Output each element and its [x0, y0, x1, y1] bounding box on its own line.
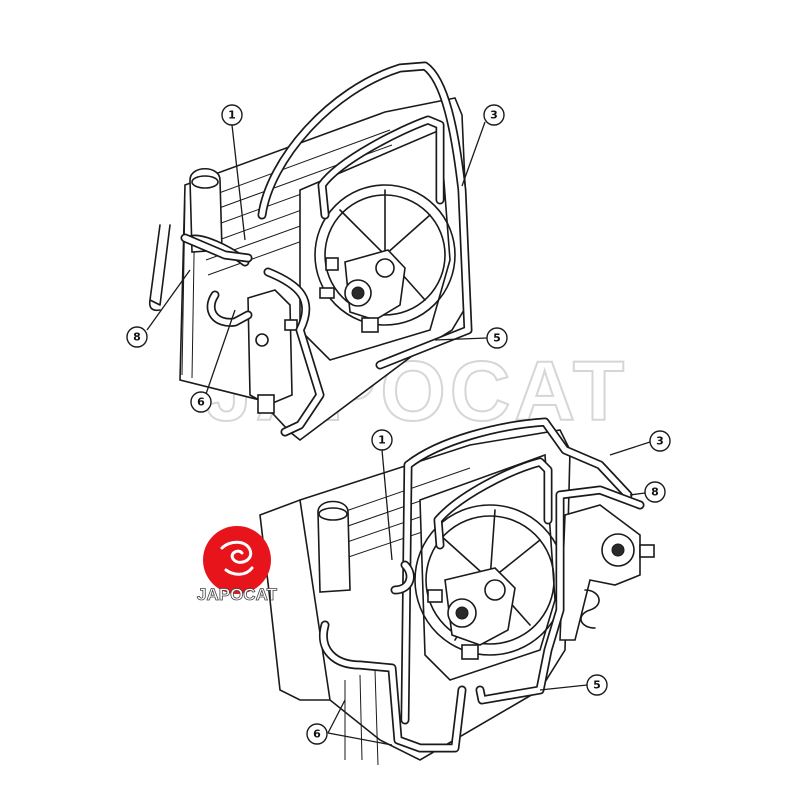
bottom-view-assembly: 1 3 8 5 6 — [259, 417, 671, 766]
top-callout-8: 8 — [126, 269, 191, 348]
top-hose-3 — [257, 61, 473, 370]
top-callout-1: 1 — [221, 104, 246, 241]
svg-text:3: 3 — [490, 109, 498, 122]
logo-text: JAPOCAT — [197, 585, 278, 604]
bottom-callout-6: 6 — [306, 699, 393, 746]
top-callout-6: 6 — [190, 309, 236, 413]
bottom-reservoir — [317, 500, 351, 593]
svg-text:5: 5 — [593, 679, 601, 692]
top-reservoir — [189, 167, 223, 253]
bottom-radiator-fins — [319, 467, 479, 766]
top-callout-5: 5 — [434, 327, 508, 349]
svg-text:1: 1 — [228, 109, 236, 122]
svg-text:3: 3 — [656, 435, 664, 448]
bottom-callout-1: 1 — [371, 429, 393, 561]
svg-text:1: 1 — [378, 434, 386, 447]
bottom-hose-inner — [433, 457, 553, 550]
bottom-callout-5: 5 — [539, 674, 608, 696]
bottom-callout-3: 3 — [609, 430, 671, 456]
top-view-assembly: 1 3 8 6 5 — [126, 61, 508, 442]
logo-emblem-icon — [220, 540, 254, 576]
top-cooler-line — [148, 224, 171, 312]
bottom-callout-8: 8 — [629, 481, 666, 503]
top-hose-inner — [317, 115, 445, 220]
svg-text:8: 8 — [133, 331, 141, 344]
logo-red-circle — [203, 526, 271, 594]
svg-text:6: 6 — [313, 728, 321, 741]
svg-text:5: 5 — [493, 332, 501, 345]
top-callout-3: 3 — [461, 104, 505, 187]
bottom-power-steering-pump — [427, 567, 516, 660]
top-steering-gear — [247, 289, 298, 414]
bottom-hose-6 — [319, 560, 467, 753]
top-power-steering-pump — [319, 249, 406, 333]
top-hose-8 — [180, 233, 253, 263]
bottom-steering-gear — [559, 504, 655, 641]
bottom-hose-5 — [475, 485, 645, 705]
svg-text:8: 8 — [651, 486, 659, 499]
bottom-hose-3 — [400, 417, 633, 725]
svg-text:6: 6 — [197, 396, 205, 409]
japocat-logo: JAPOCAT — [197, 526, 278, 604]
